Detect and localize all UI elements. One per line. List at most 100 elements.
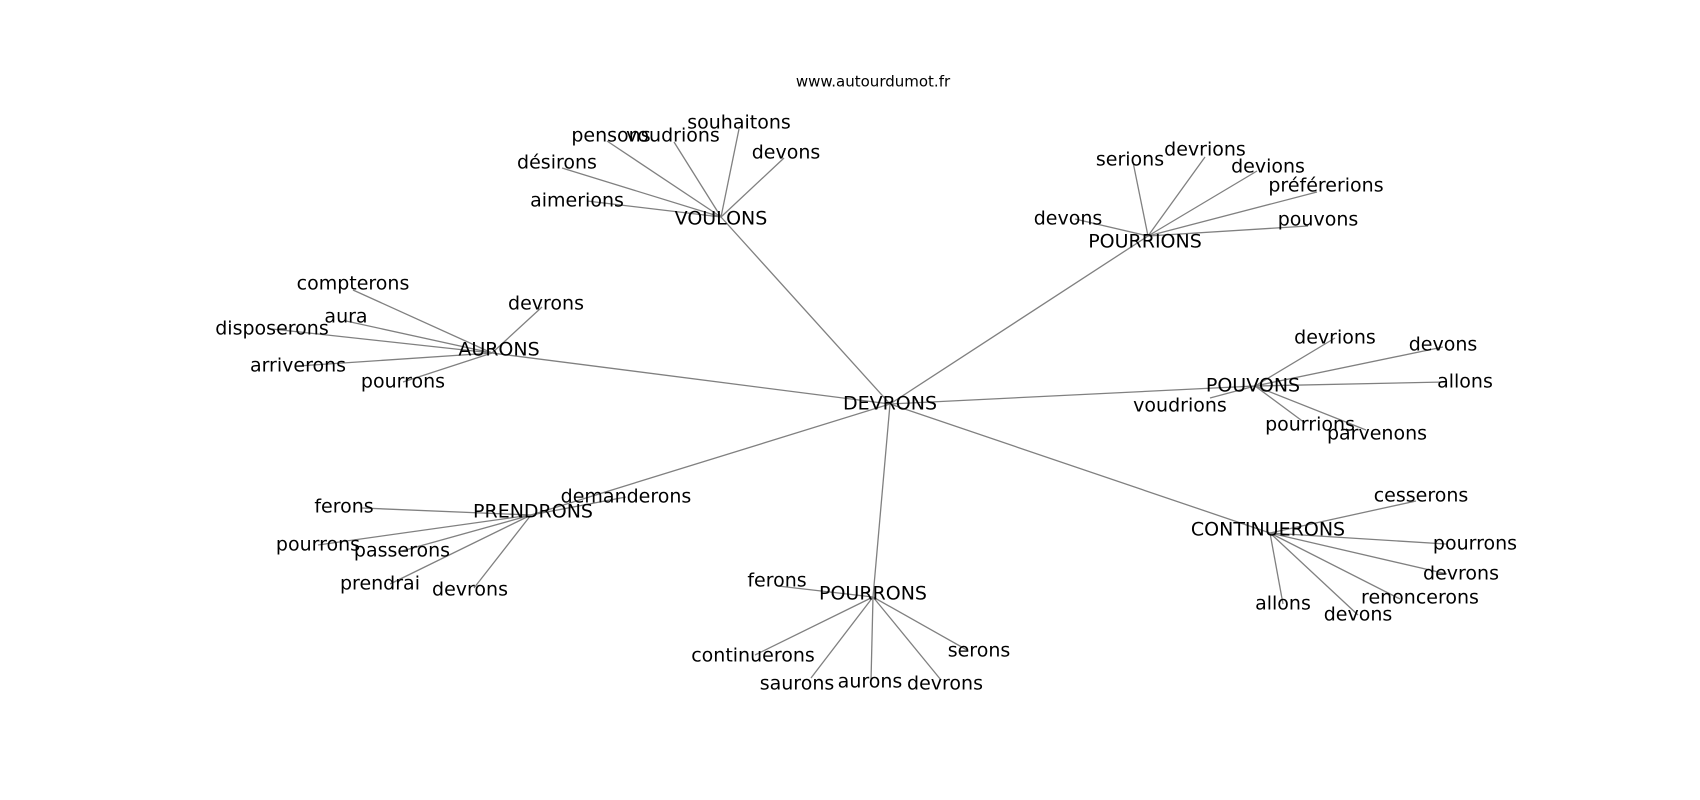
leaf-node[interactable]: continuerons bbox=[691, 645, 815, 667]
leaf-node[interactable]: allons bbox=[1255, 593, 1311, 615]
edge-prendrons-leaf bbox=[473, 514, 532, 589]
edge-prendrons-leaf bbox=[401, 514, 532, 552]
leaf-node[interactable]: désirons bbox=[517, 152, 597, 174]
leaf-node[interactable]: devrons bbox=[432, 579, 508, 601]
graph-labels: DEVRONSVOULONSaimerionsdésironspensonsvo… bbox=[215, 112, 1517, 695]
leaf-node[interactable]: saurons bbox=[760, 673, 835, 695]
edge-prendrons-leaf bbox=[361, 507, 532, 516]
leaf-node[interactable]: aurons bbox=[838, 671, 903, 693]
leaf-node[interactable]: passerons bbox=[354, 540, 450, 562]
edge-pourrons-leaf bbox=[870, 596, 874, 682]
leaf-node[interactable]: pourrons bbox=[1433, 533, 1517, 555]
leaf-node[interactable]: ferons bbox=[314, 496, 373, 518]
edge-pourrons-leaf bbox=[872, 596, 942, 681]
leaf-node[interactable]: devrons bbox=[1423, 563, 1499, 585]
edge-pouvons-leaf bbox=[1254, 337, 1336, 387]
leaf-node[interactable]: devons bbox=[1034, 208, 1103, 230]
edge-pouvons-leaf bbox=[1254, 385, 1306, 424]
leaf-node[interactable]: aimerions bbox=[530, 190, 624, 212]
leaf-node[interactable]: arriverons bbox=[250, 355, 346, 377]
hub-node-voulons[interactable]: VOULONS bbox=[675, 208, 768, 230]
leaf-node[interactable]: devrions bbox=[1164, 139, 1246, 161]
leaf-node[interactable]: devrions bbox=[1294, 327, 1376, 349]
edge-pourrions-leaf bbox=[1147, 170, 1258, 237]
leaf-node[interactable]: devons bbox=[752, 142, 821, 164]
leaf-node[interactable]: demanderons bbox=[561, 486, 692, 508]
leaf-node[interactable]: aura bbox=[324, 306, 367, 328]
edge-prendrons-leaf bbox=[317, 514, 532, 546]
leaf-node[interactable]: allons bbox=[1437, 371, 1493, 393]
leaf-node[interactable]: voudrions bbox=[626, 125, 720, 147]
leaf-node[interactable]: prendrai bbox=[340, 573, 420, 595]
edge-pouvons-leaf bbox=[1254, 381, 1446, 387]
edge-center-aurons bbox=[491, 352, 891, 405]
leaf-node[interactable]: voudrions bbox=[1133, 395, 1227, 417]
leaf-node[interactable]: souhaitons bbox=[687, 112, 791, 134]
leaf-node[interactable]: serions bbox=[1096, 149, 1164, 171]
leaf-node[interactable]: cesserons bbox=[1374, 485, 1469, 507]
edge-center-pourrons bbox=[872, 403, 891, 598]
leaf-node[interactable]: devrons bbox=[907, 673, 983, 695]
edge-prendrons-leaf bbox=[530, 496, 627, 516]
hub-node-pourrions[interactable]: POURRIONS bbox=[1088, 231, 1202, 253]
edge-pourrons-leaf bbox=[810, 596, 874, 679]
edge-pourrions-leaf bbox=[1132, 161, 1149, 237]
edge-voulons-leaf bbox=[606, 140, 722, 218]
edge-aurons-leaf bbox=[402, 352, 493, 383]
edge-aurons-leaf bbox=[352, 289, 493, 354]
edge-center-voulons bbox=[720, 216, 891, 405]
leaf-node[interactable]: pourrons bbox=[276, 534, 360, 556]
edge-pourrions-leaf bbox=[1147, 156, 1206, 237]
edge-center-pourrions bbox=[889, 235, 1149, 405]
edge-pouvons-leaf bbox=[1254, 385, 1367, 431]
edge-pourrions-leaf bbox=[1147, 191, 1318, 237]
edge-voulons-leaf bbox=[673, 141, 722, 218]
leaf-node[interactable]: préférerions bbox=[1268, 175, 1383, 197]
leaf-node[interactable]: renoncerons bbox=[1361, 587, 1479, 609]
leaf-node[interactable]: disposerons bbox=[215, 318, 328, 340]
edge-pourrons-leaf bbox=[777, 585, 874, 598]
site-credit: www.autourdumot.fr bbox=[796, 73, 951, 91]
edge-continuerons-leaf bbox=[1269, 532, 1401, 600]
leaf-node[interactable]: pourrions bbox=[1265, 414, 1355, 436]
edge-aurons-leaf bbox=[345, 320, 493, 354]
hub-node-pouvons[interactable]: POUVONS bbox=[1206, 375, 1300, 397]
edge-continuerons-leaf bbox=[1269, 532, 1447, 545]
edge-voulons-leaf bbox=[586, 200, 722, 218]
hub-node-pourrons[interactable]: POURRONS bbox=[819, 583, 927, 605]
edge-aurons-leaf bbox=[297, 352, 493, 367]
edge-voulons-leaf bbox=[720, 157, 785, 218]
edge-voulons-leaf bbox=[561, 167, 722, 218]
leaf-node[interactable]: devions bbox=[1231, 156, 1305, 178]
edge-continuerons-leaf bbox=[1269, 500, 1417, 534]
edge-pourrions-leaf bbox=[1074, 218, 1149, 237]
leaf-node[interactable]: ferons bbox=[747, 570, 806, 592]
edge-pouvons-leaf bbox=[1254, 346, 1444, 387]
edge-center-continuerons bbox=[889, 403, 1271, 534]
edge-continuerons-leaf bbox=[1269, 532, 1448, 575]
edge-continuerons-leaf bbox=[1269, 532, 1284, 605]
hub-node-prendrons[interactable]: PRENDRONS bbox=[473, 501, 593, 523]
edge-prendrons-leaf bbox=[389, 514, 532, 585]
edge-center-pouvons bbox=[889, 385, 1256, 405]
edge-pourrons-leaf bbox=[872, 596, 968, 651]
edge-pourrions-leaf bbox=[1147, 225, 1309, 237]
hub-node-continuerons[interactable]: CONTINUERONS bbox=[1191, 519, 1345, 541]
leaf-node[interactable]: pourrons bbox=[361, 371, 445, 393]
leaf-node[interactable]: devrons bbox=[508, 293, 584, 315]
center-node[interactable]: DEVRONS bbox=[843, 393, 937, 415]
edge-pourrons-leaf bbox=[754, 596, 874, 656]
leaf-node[interactable]: devons bbox=[1324, 604, 1393, 626]
edge-continuerons-leaf bbox=[1269, 532, 1359, 616]
leaf-node[interactable]: pensons bbox=[571, 125, 650, 147]
graph-edges bbox=[271, 128, 1448, 682]
hub-node-aurons[interactable]: AURONS bbox=[458, 339, 539, 361]
edge-aurons-leaf bbox=[491, 306, 543, 354]
leaf-node[interactable]: pouvons bbox=[1278, 209, 1359, 231]
leaf-node[interactable]: compterons bbox=[297, 273, 410, 295]
leaf-node[interactable]: serons bbox=[948, 640, 1011, 662]
leaf-node[interactable]: devons bbox=[1409, 334, 1478, 356]
edge-center-prendrons bbox=[530, 403, 891, 516]
leaf-node[interactable]: parvenons bbox=[1327, 423, 1427, 445]
